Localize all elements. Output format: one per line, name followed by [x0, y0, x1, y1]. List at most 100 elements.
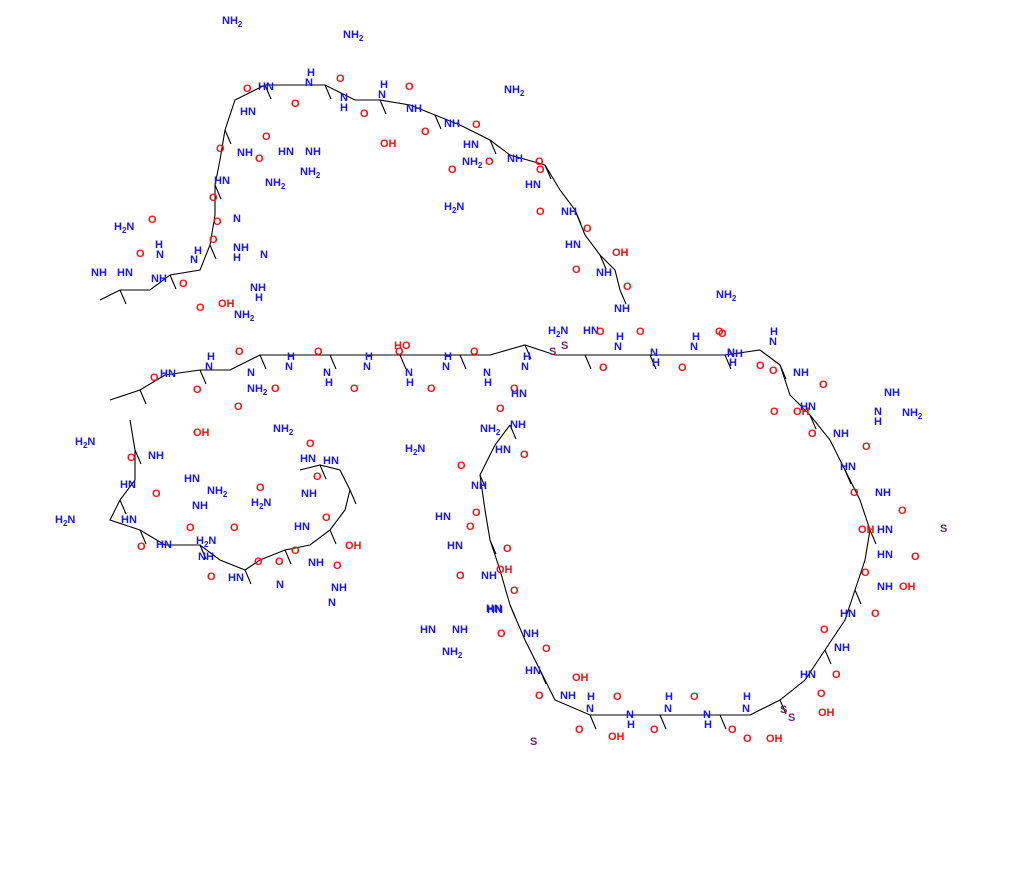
atom-label-n: NH [331, 582, 347, 594]
atom-label-o: O [472, 119, 481, 131]
atom-label-o: O [291, 545, 300, 557]
atom-label-n: HN [877, 524, 893, 536]
atom-label-n: HN [840, 461, 856, 473]
atom-label-o: O [137, 541, 146, 553]
atom-label-o: O [520, 449, 529, 461]
atom-label-n: N [727, 347, 735, 359]
side-bond [479, 474, 487, 490]
atom-label-n: N [247, 367, 255, 379]
atom-label-n: N [233, 213, 241, 225]
atom-label-n: H [287, 351, 295, 363]
side-bond [379, 99, 387, 115]
atom-label-n: N [650, 347, 658, 359]
side-bond [489, 539, 497, 555]
atom-label-n: H2N [548, 325, 568, 339]
atom-label-o: O [254, 556, 263, 568]
chain-top-backbone [99, 84, 621, 301]
atom-label-n: HN [278, 146, 294, 158]
atom-label-o: O [911, 551, 920, 563]
atom-label-o: OH [572, 672, 589, 684]
atom-label-n: NH [198, 551, 214, 563]
atom-label-o: O [230, 522, 239, 534]
side-bond [119, 499, 127, 515]
side-bond [844, 469, 852, 485]
atom-label-o: O [898, 505, 907, 517]
atom-label-n: HN [120, 479, 136, 491]
atom-label-o: O [136, 248, 145, 260]
atom-label-o: OH [496, 564, 513, 576]
atom-label-o: O [421, 126, 430, 138]
atom-label-n: HN [447, 540, 463, 552]
atom-label-n: H [627, 719, 635, 731]
side-bond [599, 254, 607, 270]
side-bond [119, 289, 127, 305]
atom-label-o: O [808, 428, 817, 440]
atom-label-n: N [378, 89, 386, 101]
side-bond [779, 364, 787, 380]
atom-label-n: NH2 [247, 383, 268, 397]
atom-label-o: O [485, 156, 494, 168]
atom-label-n: N [626, 709, 634, 721]
atom-label-n: NH [727, 348, 743, 360]
atom-label-n: NH [561, 206, 577, 218]
side-bond [319, 464, 327, 480]
atom-label-o: O [179, 278, 188, 290]
atom-label-n: NH2 [442, 646, 463, 660]
atom-label-n: NH [452, 624, 468, 636]
atom-label-n: NH [523, 628, 539, 640]
atom-label-o: O [255, 153, 264, 165]
atom-label-o: O [256, 482, 265, 494]
atom-label-o: O [575, 724, 584, 736]
atom-label-o: O [536, 206, 545, 218]
atom-label-o: O [690, 691, 699, 703]
atom-label-n: HN [487, 604, 503, 616]
atom-label-n: N [363, 361, 371, 373]
atom-label-o: O [271, 383, 280, 395]
atom-label-o: O [306, 438, 315, 450]
atom-label-o: O [405, 81, 414, 93]
side-bond [509, 604, 517, 620]
atom-label-n: N [483, 367, 491, 379]
atom-label-n: N [305, 77, 313, 89]
atom-label-n: HN [420, 624, 436, 636]
side-bond [869, 529, 877, 545]
atom-label-o: O [715, 326, 724, 338]
atom-label-n: NH [877, 581, 893, 593]
atom-label-o: OH [218, 298, 235, 310]
side-bond [199, 544, 207, 560]
atom-label-n: H2N [405, 443, 425, 457]
atom-label-o: O [743, 733, 752, 745]
side-bond [854, 589, 862, 605]
atom-label-n: N [874, 406, 882, 418]
atom-label-n: N [442, 361, 450, 373]
atom-label-o: O [213, 216, 222, 228]
side-bond [589, 714, 597, 730]
atom-label-o: O [503, 543, 512, 555]
atom-label-o: O [148, 214, 157, 226]
side-bond [169, 274, 177, 290]
atom-label-n: NH [148, 450, 164, 462]
atom-label-n: H [233, 252, 241, 264]
side-bond [139, 389, 147, 405]
atom-label-n: NH2 [265, 177, 286, 191]
atom-label-o: O [623, 281, 632, 293]
atom-label-o: O [497, 628, 506, 640]
side-bond [539, 669, 547, 685]
atom-label-n: NH [875, 487, 891, 499]
side-bond [324, 84, 332, 100]
atom-label-n: N [205, 361, 213, 373]
atom-label-o: O [599, 362, 608, 374]
atom-label-o: O [207, 571, 216, 583]
atom-label-n: H [255, 292, 263, 304]
atom-label-o: O [209, 234, 218, 246]
atom-label-n: H [207, 351, 215, 363]
atom-label-n: NH2 [902, 407, 923, 421]
side-bond [264, 84, 272, 100]
atom-label-o: O [314, 346, 323, 358]
atom-label-n: H [652, 357, 660, 369]
atom-label-n: NH2 [480, 423, 501, 437]
atom-label-o: OH [818, 707, 835, 719]
atom-label-o: O [427, 383, 436, 395]
atom-label-o: OH [612, 247, 629, 259]
